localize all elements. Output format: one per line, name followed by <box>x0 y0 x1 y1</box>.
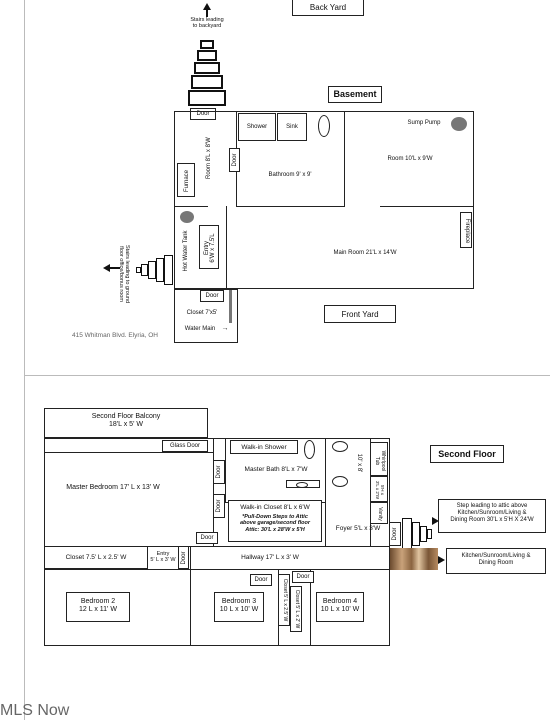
section-divider <box>24 375 550 376</box>
bedroom4: Bedroom 4 10 L x 10' W <box>316 592 364 622</box>
shower: Shower <box>238 113 276 141</box>
whirlpool-tub: Whirlpool Tub <box>370 442 388 476</box>
bedroom4-door[interactable]: Door <box>292 571 314 583</box>
basement-outline <box>174 111 474 289</box>
attic-steps-label: Step leading to attic above Kitchen/Sunr… <box>438 499 546 533</box>
watermark-logo: MLS Now <box>0 702 70 719</box>
sump-pump-label: Sump Pump <box>407 120 441 126</box>
wall <box>174 206 208 207</box>
bathroom-label: Bathroom 9' x 9' <box>268 172 312 178</box>
room-8x8-label: Room 8'L x 8'W <box>206 137 212 179</box>
entry-door[interactable]: Door <box>178 546 189 569</box>
wall <box>226 206 227 289</box>
stairs-arrow-stem <box>206 9 208 17</box>
wall <box>44 569 390 570</box>
sink: Sink <box>277 113 307 141</box>
stairs-front-icon <box>134 255 174 285</box>
stairs-arrow-up-icon <box>203 3 211 10</box>
small-closet: 5'H x 3'L x 2'W <box>370 476 388 502</box>
kitchen-arrow-icon <box>438 556 445 564</box>
master-bedroom-label: Master Bedroom 17' L x 13' W <box>66 484 160 491</box>
closet-7-5: Closet 7.5' L x 2.5' W <box>44 546 148 569</box>
basement-door-bath[interactable]: Door <box>229 148 240 172</box>
stairs-backyard-label: Stairs leading to backyard <box>190 17 224 30</box>
hot-water-tank-icon <box>180 211 194 223</box>
stairs-front-arrow-stem <box>110 267 120 269</box>
wall <box>213 438 214 546</box>
room-10x9-label: Room 10'L x 9'W <box>387 156 433 162</box>
foyer-label: Foyer 5'L x 3'W <box>335 525 381 532</box>
left-margin-line <box>24 0 25 720</box>
vanity-box: Vanity <box>370 502 388 524</box>
entry-box: Entry 6'W x 7.5'L <box>199 225 219 269</box>
basement-door-closet[interactable]: Door <box>200 290 224 302</box>
wall <box>44 546 390 547</box>
second-floor-title: Second Floor <box>430 445 504 463</box>
kitchen-label: Kitchen/Sunroom/Living & Dining Room <box>446 548 546 574</box>
master-bath-door[interactable]: Door <box>213 460 225 484</box>
kitchen-photo <box>390 548 438 570</box>
wall <box>225 438 226 502</box>
stairs-front-arrow-icon <box>103 264 110 272</box>
bedroom3-door[interactable]: Door <box>250 574 272 586</box>
basement-title: Basement <box>328 86 382 103</box>
stairs-backyard-icon <box>186 40 228 108</box>
main-room-label: Main Room 21'L x 14'W <box>333 250 397 256</box>
wall <box>310 569 311 646</box>
wall <box>44 452 214 453</box>
glass-door[interactable]: Glass Door <box>162 440 208 452</box>
attic-steps-icon <box>402 518 436 550</box>
wall <box>190 546 191 646</box>
balcony: Second Floor Balcony 18'L x 5' W <box>44 408 208 438</box>
hallway-label: Hallway 17' L x 3' W <box>241 554 299 561</box>
stairs-front-label: Stairs leading to ground floor office/bo… <box>118 244 130 304</box>
closet-vertical-1: Closet 5' L x 2.5' W <box>278 574 290 626</box>
sink-oval <box>332 476 348 487</box>
toilet <box>318 115 330 137</box>
back-yard-label: Back Yard <box>292 0 364 16</box>
water-main-arrow-icon: → <box>221 325 229 332</box>
water-main-label: Water Main <box>184 326 216 332</box>
dim-10x8-label: 10' x 8' <box>356 453 362 473</box>
entry-small-label: Entry 5' L x 3' W <box>150 551 176 564</box>
wall <box>236 206 344 207</box>
walk-in-shower: Walk-in Shower <box>230 440 298 454</box>
sink-oval <box>332 441 348 452</box>
closet-door[interactable]: Door <box>213 494 225 518</box>
front-yard-label: Front Yard <box>324 305 396 323</box>
bedroom3: Bedroom 3 10 L x 10' W <box>214 592 264 622</box>
address-label: 415 Whitman Blvd. Elyria, OH <box>72 332 158 339</box>
wall <box>380 206 474 207</box>
wall <box>344 111 345 207</box>
master-bath-label: Master Bath 8'L x 7'W <box>244 466 308 473</box>
closet-box <box>174 289 238 343</box>
hot-water-tank-label: Hot Water Tank <box>183 230 189 272</box>
wall <box>325 438 326 546</box>
furnace: Furnace <box>177 163 195 197</box>
walk-in-closet: Walk-in Closet 8'L x 6'W *Pull-Down Step… <box>228 500 322 542</box>
fireplace: Fireplace <box>460 212 472 248</box>
sink-oval <box>296 482 308 488</box>
closet-vertical-2: Closet 5' L x 2' W <box>290 586 302 632</box>
front-door[interactable]: Door <box>389 522 401 546</box>
closet-label: Closet 7'x5' <box>186 310 218 316</box>
toilet <box>304 440 315 459</box>
attic-arrow-icon <box>432 517 439 525</box>
bedroom2: Bedroom 2 12 L x 11' W <box>66 592 130 622</box>
closet-door-bar <box>229 290 232 323</box>
foyer-door[interactable]: Door <box>196 532 218 544</box>
sump-pump-icon <box>451 117 467 131</box>
